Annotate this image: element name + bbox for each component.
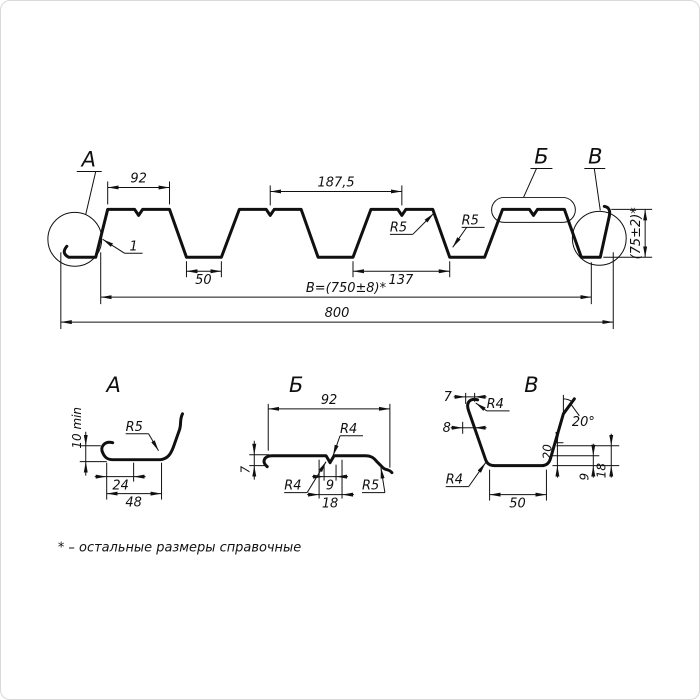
detail-v-dim-8: 8 — [443, 421, 487, 436]
detail-b-dim-9: 9 — [312, 464, 349, 494]
radius-callout-1: R5 — [390, 213, 435, 235]
dim-height-label: (75±2)* — [629, 207, 644, 260]
detail-b-dim-18: 18 — [307, 459, 354, 512]
radius-callout-2: R5 — [452, 213, 485, 248]
detail-a-callout-circle — [47, 211, 103, 267]
footnote: * – остальные размеры справочные — [58, 540, 301, 555]
detail-v-radius-bottom: R4 — [446, 462, 487, 488]
detail-v-angle-label: 20° — [572, 415, 595, 430]
dim-working-width: B=(750±8)* — [100, 252, 592, 305]
dim-overall-width: 800 — [60, 252, 614, 330]
dim-height: (75±2)* — [603, 207, 653, 260]
detail-v-dim-9: 9 — [551, 443, 620, 481]
detail-b-radius-bottom: R4 — [284, 461, 327, 494]
detail-a-dim-lip-height: 10 min — [70, 407, 107, 476]
detail-a-dim-24-label: 24 — [112, 479, 128, 494]
detail-v-dim-18-label: 18 — [594, 463, 608, 479]
callout-b-label: Б — [534, 145, 548, 169]
detail-a-dim-48-label: 48 — [125, 496, 141, 511]
detail-b-dim-7: 7 — [238, 440, 270, 480]
dim-valley-width-label: 50 — [195, 273, 211, 288]
main-view: А Б В 92 187,5 R5 — [47, 145, 653, 330]
detail-v-dim-angle: 20° — [562, 394, 595, 430]
detail-b-radius-top-label: R4 — [340, 422, 357, 437]
detail-b-view: Б 92 7 R4 R4 — [238, 373, 394, 512]
dim-pitch: 187,5 — [269, 175, 403, 206]
detail-a-radius-label: R5 — [126, 420, 143, 435]
detail-b-radius-right: R5 — [362, 467, 386, 494]
detail-b-title: Б — [289, 373, 303, 397]
dim-rib-spacing-label: 137 — [388, 273, 413, 288]
radius-label-2: R5 — [462, 213, 479, 228]
detail-v-dim-7-label: 7 — [444, 390, 453, 405]
main-profile-outline — [62, 204, 612, 259]
detail-b-radius-bottom-label: R4 — [284, 479, 301, 494]
detail-a-lip-height-label: 10 min — [70, 407, 84, 449]
dim-working-width-label: B=(750±8)* — [306, 281, 387, 296]
detail-v-profile — [466, 397, 576, 468]
dim-thickness-label: 1 — [129, 239, 137, 254]
detail-v-radius-top-label: R4 — [487, 397, 504, 412]
detail-v-dim-50-label: 50 — [509, 497, 525, 512]
detail-v-view: В 20° 7 8 R4 — [443, 373, 620, 512]
callout-b: Б — [523, 145, 553, 198]
radius-label-1: R5 — [390, 220, 407, 235]
detail-b-profile — [262, 454, 394, 475]
dim-rib-spacing: 137 — [352, 261, 451, 288]
detail-a-dim-48: 48 — [106, 462, 163, 511]
detail-b-dim-9-label: 9 — [326, 479, 334, 494]
detail-v-dim-18: 18 — [556, 433, 620, 479]
detail-v-dim-20: 20 — [540, 430, 564, 478]
detail-b-radius-right-label: R5 — [362, 479, 379, 494]
dim-thickness: 1 — [102, 238, 143, 254]
detail-b-dim-18-label: 18 — [322, 497, 338, 512]
detail-v-dim-9-label: 9 — [577, 473, 591, 481]
detail-v-title: В — [524, 373, 538, 397]
detail-a-profile — [100, 412, 184, 462]
callout-v: В — [584, 145, 606, 211]
detail-v-dim-8-label: 8 — [443, 421, 451, 436]
detail-a-title: А — [105, 373, 121, 397]
dim-overall-width-label: 800 — [325, 306, 350, 321]
callout-a-label: А — [80, 148, 96, 172]
detail-v-callout-circle — [571, 210, 627, 266]
detail-a-dim-24: 24 — [94, 462, 146, 494]
dim-pitch-label: 187,5 — [317, 175, 354, 190]
detail-a-radius-callout: R5 — [126, 420, 159, 451]
detail-v-dim-20-label: 20 — [540, 444, 554, 459]
detail-v-dim-50: 50 — [489, 469, 547, 512]
detail-v-radius-bottom-label: R4 — [446, 473, 463, 488]
dim-valley-width: 50 — [185, 261, 222, 288]
callout-a: А — [76, 148, 102, 215]
detail-b-radius-top: R4 — [332, 422, 363, 456]
detail-v-radius-top: R4 — [475, 397, 510, 412]
detail-v-dim-7: 7 — [444, 390, 487, 405]
detail-a-view: А R5 10 min 24 48 — [70, 373, 184, 511]
dim-flange-width: 92 — [107, 171, 171, 205]
callout-v-label: В — [588, 145, 602, 169]
detail-b-callout-frame — [491, 196, 576, 223]
detail-b-dim-7-label: 7 — [238, 465, 252, 473]
dim-flange-width-label: 92 — [130, 171, 146, 186]
detail-b-dim-92-label: 92 — [321, 393, 337, 408]
detail-b-dim-92: 92 — [267, 393, 391, 468]
